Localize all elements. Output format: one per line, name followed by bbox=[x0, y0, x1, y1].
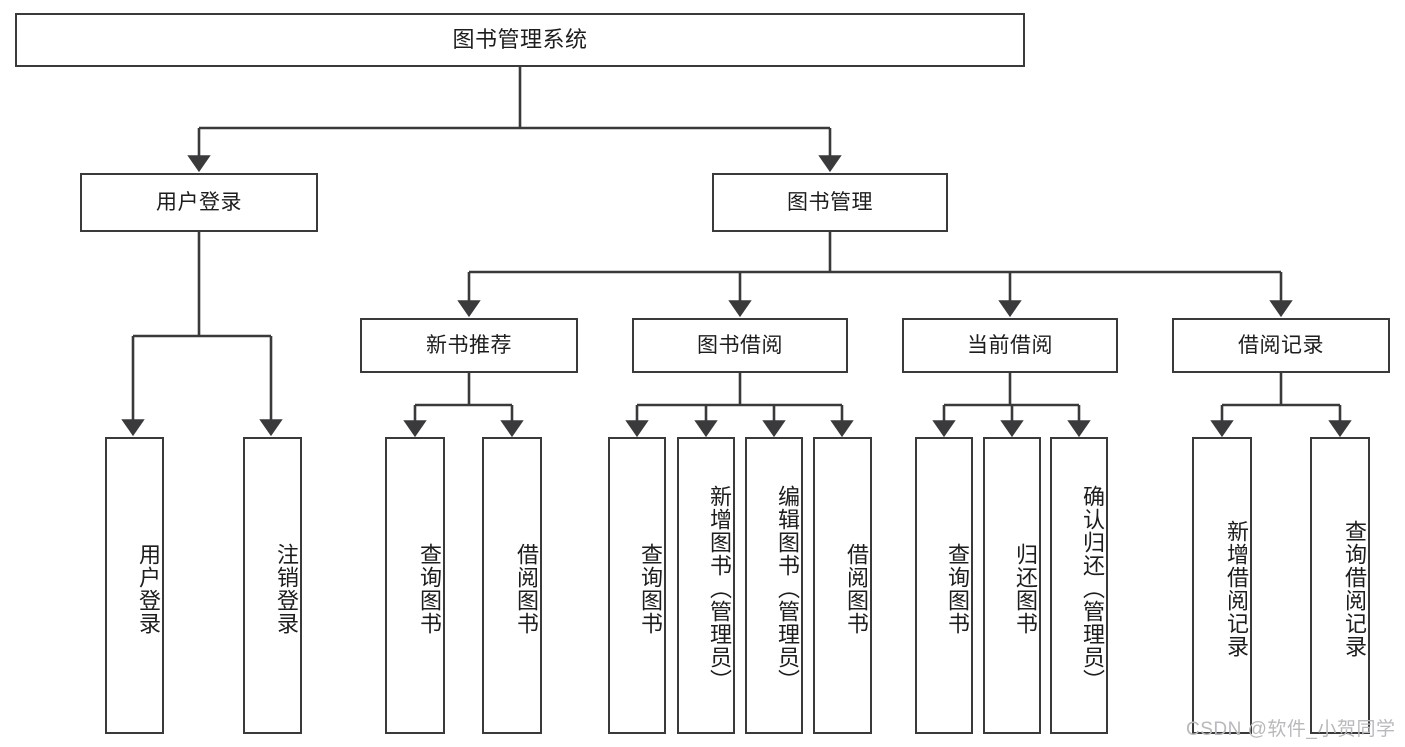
node-leaf-edit-book-label: 编辑图书（管理员） bbox=[775, 485, 800, 692]
node-leaf-borrow-book-1-label: 借阅图书 bbox=[514, 542, 539, 635]
node-leaf-return-book[interactable]: 归还图书 bbox=[983, 437, 1041, 734]
node-leaf-borrow-book-2[interactable]: 借阅图书 bbox=[813, 437, 872, 734]
node-book-borrow[interactable]: 图书借阅 bbox=[632, 318, 848, 373]
node-book-manage[interactable]: 图书管理 bbox=[712, 173, 948, 232]
node-current-borrow[interactable]: 当前借阅 bbox=[902, 318, 1118, 373]
node-user-login-label: 用户登录 bbox=[156, 190, 242, 214]
node-leaf-logout[interactable]: 注销登录 bbox=[243, 437, 302, 734]
node-new-book-recommend[interactable]: 新书推荐 bbox=[360, 318, 578, 373]
node-leaf-return-book-label: 归还图书 bbox=[1013, 542, 1038, 635]
node-leaf-add-book[interactable]: 新增图书（管理员） bbox=[677, 437, 735, 734]
node-leaf-query-book-1-label: 查询图书 bbox=[417, 542, 442, 635]
node-leaf-query-record-label: 查询借阅记录 bbox=[1342, 519, 1367, 658]
node-leaf-logout-label: 注销登录 bbox=[274, 542, 299, 635]
node-leaf-user-login[interactable]: 用户登录 bbox=[105, 437, 164, 734]
node-new-book-recommend-label: 新书推荐 bbox=[426, 333, 512, 357]
node-leaf-add-record-label: 新增借阅记录 bbox=[1224, 519, 1249, 658]
node-leaf-query-book-1[interactable]: 查询图书 bbox=[385, 437, 445, 734]
node-leaf-confirm-return[interactable]: 确认归还（管理员） bbox=[1050, 437, 1108, 734]
node-borrow-record[interactable]: 借阅记录 bbox=[1172, 318, 1390, 373]
node-leaf-borrow-book-1[interactable]: 借阅图书 bbox=[482, 437, 542, 734]
node-leaf-edit-book[interactable]: 编辑图书（管理员） bbox=[745, 437, 803, 734]
node-leaf-add-record[interactable]: 新增借阅记录 bbox=[1192, 437, 1252, 734]
node-leaf-confirm-return-label: 确认归还（管理员） bbox=[1080, 485, 1105, 692]
node-leaf-query-record[interactable]: 查询借阅记录 bbox=[1310, 437, 1370, 734]
node-leaf-query-book-2[interactable]: 查询图书 bbox=[608, 437, 666, 734]
node-leaf-borrow-book-2-label: 借阅图书 bbox=[844, 542, 869, 635]
node-leaf-add-book-label: 新增图书（管理员） bbox=[707, 485, 732, 692]
node-root-label: 图书管理系统 bbox=[452, 26, 588, 52]
node-current-borrow-label: 当前借阅 bbox=[967, 333, 1053, 357]
node-leaf-query-book-3[interactable]: 查询图书 bbox=[915, 437, 973, 734]
node-user-login[interactable]: 用户登录 bbox=[80, 173, 318, 232]
node-leaf-query-book-2-label: 查询图书 bbox=[638, 542, 663, 635]
node-root[interactable]: 图书管理系统 bbox=[15, 13, 1025, 67]
node-leaf-user-login-label: 用户登录 bbox=[136, 542, 161, 635]
node-borrow-record-label: 借阅记录 bbox=[1238, 333, 1324, 357]
node-book-borrow-label: 图书借阅 bbox=[697, 333, 783, 357]
node-book-manage-label: 图书管理 bbox=[787, 190, 873, 214]
node-leaf-query-book-3-label: 查询图书 bbox=[945, 542, 970, 635]
